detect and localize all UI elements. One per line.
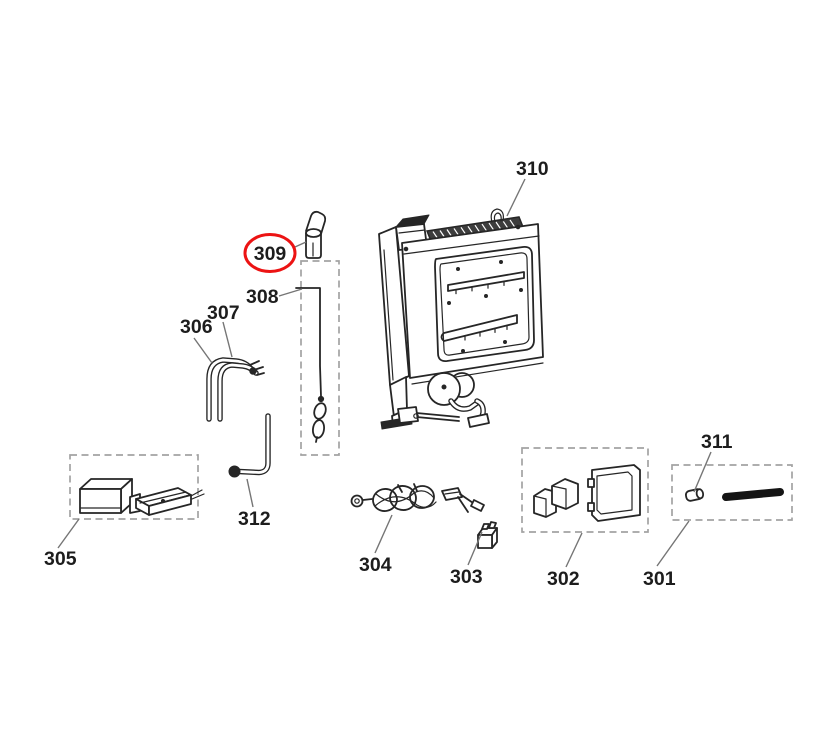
callout-310[interactable]: 310: [516, 158, 549, 180]
part-303-drawing: [477, 521, 498, 549]
group-box-305: [69, 454, 199, 520]
callout-304[interactable]: 304: [359, 554, 392, 576]
group-box-301: [671, 464, 793, 521]
callout-308[interactable]: 308: [246, 286, 279, 308]
leader-302: [565, 532, 583, 568]
leader-307: [222, 321, 233, 358]
part-302-drawing: [533, 464, 641, 522]
part-310-drawing: [378, 208, 544, 430]
leader-309: [294, 241, 307, 248]
callout-302[interactable]: 302: [547, 568, 580, 590]
callout-301[interactable]: 301: [643, 568, 676, 590]
part-306-307-drawing: [206, 357, 265, 422]
leader-310: [506, 178, 526, 217]
leader-304: [374, 514, 393, 554]
part-309-drawing: [305, 210, 327, 259]
callout-311[interactable]: 311: [701, 431, 733, 453]
leader-301: [656, 520, 690, 567]
part-311-drawing: [684, 488, 705, 502]
part-308-drawing: [295, 287, 327, 443]
part-301-rod-drawing: [722, 488, 784, 501]
leader-312: [246, 478, 254, 508]
callout-312[interactable]: 312: [238, 508, 271, 530]
leader-308: [278, 288, 303, 297]
leader-305: [57, 518, 80, 549]
callout-307[interactable]: 307: [207, 302, 240, 324]
group-box-302: [521, 447, 649, 533]
leader-311: [693, 451, 712, 493]
leader-306: [193, 337, 213, 364]
hanger-hook: [490, 208, 504, 223]
leader-303: [467, 531, 483, 566]
part-305-drawing: [79, 478, 205, 516]
callout-309[interactable]: 309: [254, 243, 287, 265]
callout-305[interactable]: 305: [44, 548, 77, 570]
callout-306[interactable]: 306: [180, 316, 213, 338]
callout-303[interactable]: 303: [450, 566, 483, 588]
highlight-ellipse-309[interactable]: [243, 233, 297, 273]
part-304-drawing: [350, 483, 485, 513]
part-312-drawing: [228, 413, 271, 478]
